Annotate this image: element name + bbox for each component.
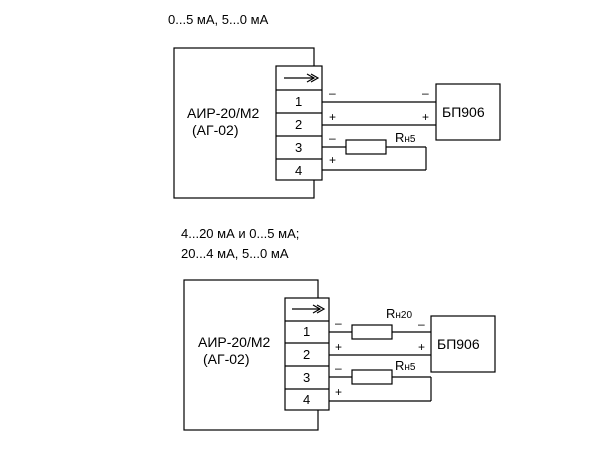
wire-2-top xyxy=(329,324,431,340)
sign-t4-1: + xyxy=(329,153,336,167)
sign-t3-1: – xyxy=(329,131,336,145)
sign-t1-1: – xyxy=(329,86,336,100)
sign-t4-2: + xyxy=(335,385,342,399)
arrow-icon xyxy=(292,304,326,314)
terminal-3-label: 3 xyxy=(295,140,302,155)
terminal-1-label: 1 xyxy=(303,324,310,339)
power-unit-name-2: БП906 xyxy=(437,336,480,352)
sign-t2-2: + xyxy=(335,340,342,354)
sign-pu-plus-2: + xyxy=(418,340,425,354)
terminal-2-label: 2 xyxy=(295,117,302,132)
terminal-3-label: 3 xyxy=(303,370,310,385)
diagram-1-title: 0...5 мА, 5...0 мА xyxy=(168,12,269,27)
diagram-2: 4...20 мА и 0...5 мА; 20...4 мА, 5...0 м… xyxy=(181,226,496,431)
terminal-block-1 xyxy=(275,65,323,181)
wire-1-loop xyxy=(322,139,427,171)
diagram-1: 0...5 мА, 5...0 мА АИР-20/М2 (АГ-02) 1 2… xyxy=(168,12,501,199)
power-unit-name-1: БП906 xyxy=(442,104,485,120)
sign-t2-1: + xyxy=(329,110,336,124)
resistor-2-bottom xyxy=(351,369,393,385)
device-code-2: (АГ-02) xyxy=(203,351,249,367)
power-unit-box-1 xyxy=(435,83,501,141)
terminal-4-label: 4 xyxy=(295,163,302,178)
terminal-4-label: 4 xyxy=(303,392,310,407)
device-code-1: (АГ-02) xyxy=(192,122,238,138)
sign-pu-plus-1: + xyxy=(422,110,429,124)
sign-pu-minus-2: – xyxy=(418,317,425,331)
sign-t3-2: – xyxy=(335,361,342,375)
terminal-1-label: 1 xyxy=(295,94,302,109)
sign-t1-2: – xyxy=(335,316,342,330)
arrow-icon xyxy=(284,73,320,83)
device-name-1: АИР-20/М2 xyxy=(187,105,260,121)
terminal-2-label: 2 xyxy=(303,347,310,362)
resistor-label-1: Rн5 xyxy=(395,130,416,145)
wire-2-loop xyxy=(329,369,432,402)
power-unit-box-2 xyxy=(430,315,496,373)
terminal-block-2 xyxy=(284,297,330,411)
diagram-2-title-line2: 20...4 мА, 5...0 мА xyxy=(181,246,289,261)
resistor-2-top xyxy=(351,324,393,340)
diagram-2-title-line1: 4...20 мА и 0...5 мА; xyxy=(181,226,299,241)
device-name-2: АИР-20/М2 xyxy=(198,334,271,350)
resistor-1 xyxy=(345,139,387,155)
sign-pu-minus-1: – xyxy=(422,86,429,100)
resistor-label-2-bottom: Rн5 xyxy=(395,358,416,373)
resistor-label-2-top: Rн20 xyxy=(386,306,412,321)
